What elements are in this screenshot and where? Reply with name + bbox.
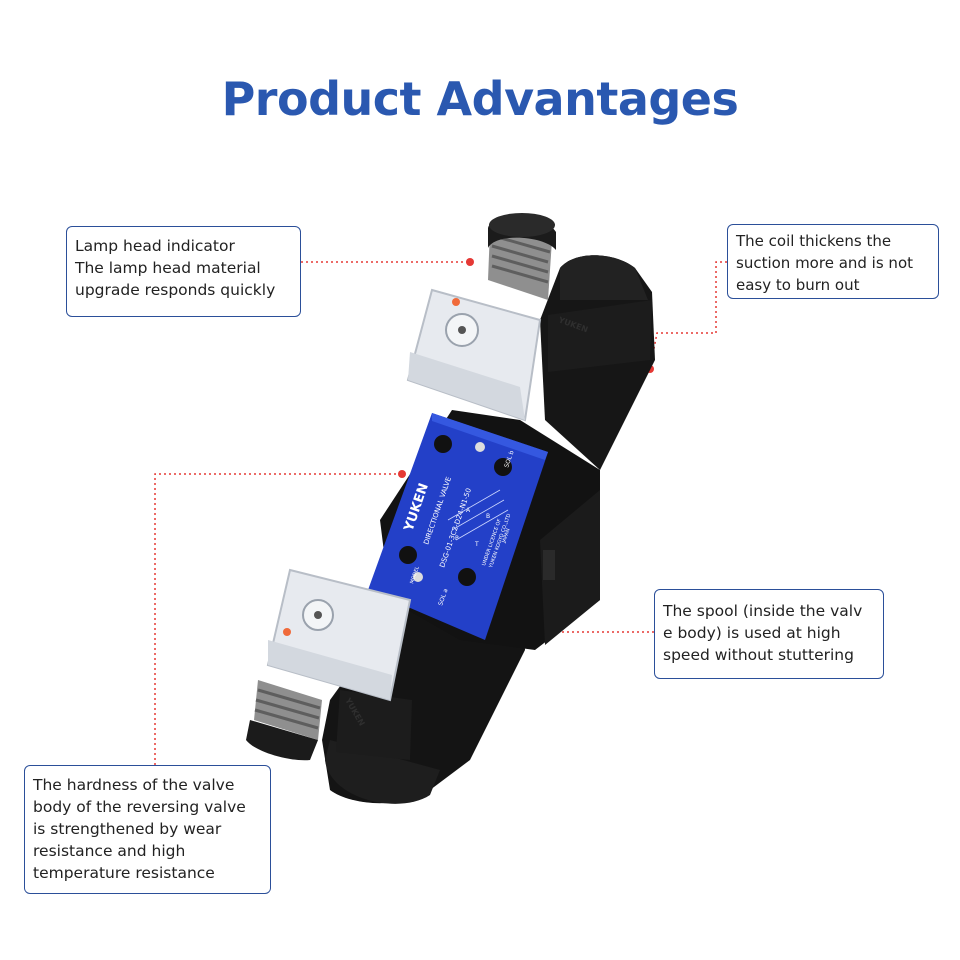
callout-coil-line-1: The coil thickens the bbox=[736, 232, 892, 250]
upper-connector-plug bbox=[406, 213, 556, 422]
callout-hardness: The hardness of the valve body of the re… bbox=[24, 765, 271, 894]
plate-model-label: MODEL bbox=[409, 565, 421, 584]
valve-blue-plate: YUKEN DIRECTIONAL VALVE MODEL DSG-01-3C2… bbox=[368, 413, 548, 640]
callout-lamp-line-2: The lamp head material bbox=[75, 259, 261, 277]
callout-coil: The coil thickens the suction more and i… bbox=[727, 224, 939, 299]
plate-port-a: A bbox=[466, 507, 471, 514]
callout-spool-line-2: e body) is used at high bbox=[663, 624, 841, 642]
callout-coil-line-3: easy to burn out bbox=[736, 276, 860, 294]
plate-port-t: T bbox=[474, 541, 479, 548]
plate-port-b: B bbox=[486, 513, 490, 520]
plate-maker-line3: JAPAN bbox=[501, 528, 512, 545]
page-title: Product Advantages bbox=[221, 72, 739, 126]
callout-spool-line-1: The spool (inside the valv bbox=[663, 602, 863, 620]
leader-line-hardness bbox=[154, 473, 402, 765]
upper-coil-housing bbox=[540, 255, 655, 470]
leader-line-coil bbox=[649, 261, 727, 370]
callout-spool: The spool (inside the valv e body) is us… bbox=[654, 589, 884, 679]
leader-dot-hardness bbox=[398, 470, 406, 478]
callout-hardness-line-4: resistance and high bbox=[33, 842, 186, 860]
callout-lamp-line-3: upgrade responds quickly bbox=[75, 281, 276, 299]
callout-spool-line-3: speed without stuttering bbox=[663, 646, 854, 664]
callout-hardness-line-3: is strengthened by wear bbox=[33, 820, 222, 838]
callout-hardness-line-2: body of the reversing valve bbox=[33, 798, 246, 816]
lower-connector-plug bbox=[246, 568, 412, 761]
leader-dot-lamp bbox=[466, 258, 474, 266]
callout-lamp-head: Lamp head indicator The lamp head materi… bbox=[66, 226, 301, 317]
callout-hardness-line-1: The hardness of the valve bbox=[33, 776, 235, 794]
callout-coil-line-2: suction more and is not bbox=[736, 254, 913, 272]
callout-hardness-line-5: temperature resistance bbox=[33, 864, 215, 882]
callout-lamp-line-1: Lamp head indicator bbox=[75, 237, 235, 255]
plate-port-p: P bbox=[455, 535, 459, 542]
